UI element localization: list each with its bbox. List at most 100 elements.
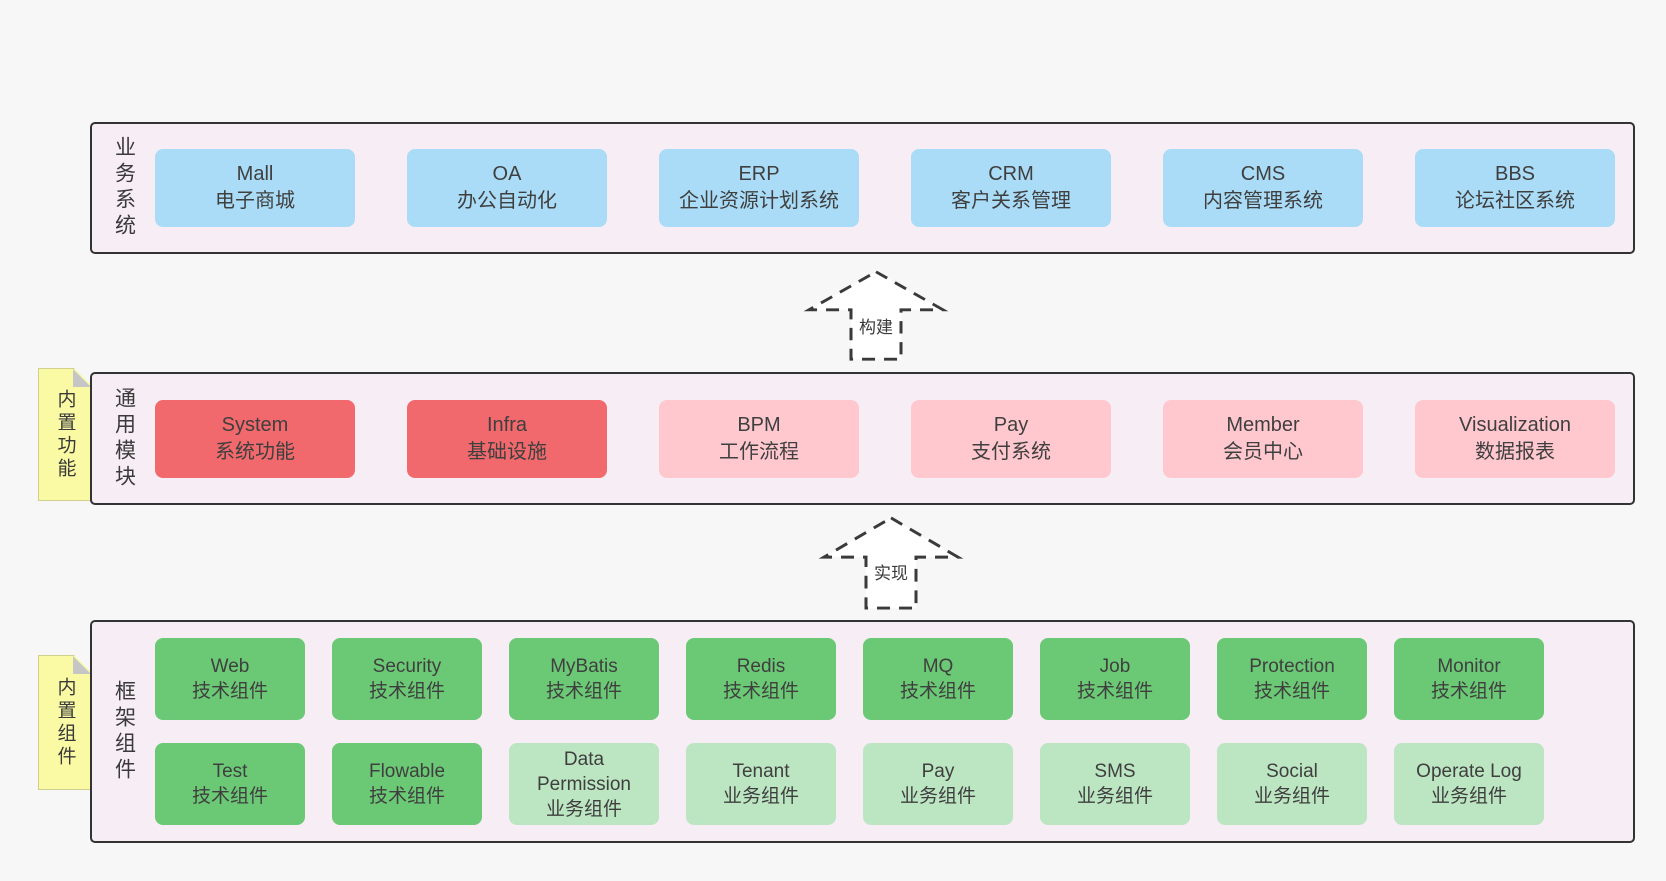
box-operate-log: Operate Log 业务组件 [1394,743,1544,825]
box-test: Test 技术组件 [155,743,305,825]
box-desc: 企业资源计划系统 [679,190,839,212]
box-name: Redis [736,656,786,677]
box-name: Data Permission [537,748,631,795]
box-desc: 技术组件 [722,681,799,702]
box-tenant: Tenant 业务组件 [686,743,836,825]
box-oa: OA 办公自动化 [407,149,607,227]
folded-corner-icon [73,656,91,674]
common-modules-row: System 系统功能 Infra 基础设施 BPM 工作流程 Pay 支付系统… [155,374,1637,503]
box-desc: 内容管理系统 [1203,190,1323,212]
box-job: Job 技术组件 [1040,638,1190,720]
box-desc: 数据报表 [1475,440,1555,463]
box-desc: 技术组件 [1253,681,1330,702]
layer-framework-components: 框架组件 Web 技术组件 Security 技术组件 MyBatis 技术组件… [90,620,1635,843]
box-member: Member 会员中心 [1163,399,1363,478]
box-protection: Protection 技术组件 [1217,638,1367,720]
box-name: BBS [1494,163,1536,185]
framework-components-grid: Web 技术组件 Security 技术组件 MyBatis 技术组件 Redi… [155,622,1633,841]
box-name: SMS [1094,761,1136,782]
box-mybatis: MyBatis 技术组件 [509,638,659,720]
tab-label: 内置功能 [54,388,76,481]
box-desc: 技术组件 [368,681,445,702]
box-pay-module: Pay 支付系统 [911,399,1111,478]
box-mq: MQ 技术组件 [863,638,1013,720]
box-mall: Mall 电子商城 [155,149,355,227]
box-desc: 技术组件 [1076,681,1153,702]
box-name: CMS [1240,163,1286,185]
box-desc: 办公自动化 [457,190,557,212]
box-desc: 技术组件 [545,681,622,702]
box-desc: 业务组件 [722,786,799,807]
implement-arrow: 实现 [811,514,971,612]
box-web: Web 技术组件 [155,638,305,720]
box-flowable: Flowable 技术组件 [332,743,482,825]
box-desc: 技术组件 [191,786,268,807]
implement-arrow-label: 实现 [871,559,911,584]
box-desc: 业务组件 [545,798,622,820]
box-name: Visualization [1459,413,1571,436]
box-name: Social [1266,761,1318,782]
box-name: Protection [1249,656,1335,677]
box-erp: ERP 企业资源计划系统 [659,149,859,227]
box-desc: 业务组件 [899,786,976,807]
tab-label: 内置组件 [54,676,76,769]
tab-built-in-components: 内置组件 [38,655,92,790]
layer-title-framework-components: 框架组件 [112,679,136,784]
box-bbs: BBS 论坛社区系统 [1415,149,1615,227]
box-bpm: BPM 工作流程 [659,399,859,478]
box-name: Monitor [1437,656,1501,677]
build-arrow-label: 构建 [856,313,896,338]
box-desc: 技术组件 [1430,681,1507,702]
box-desc: 业务组件 [1430,786,1507,807]
box-desc: 技术组件 [368,786,445,807]
layer-common-modules: 通用模块 System 系统功能 Infra 基础设施 BPM 工作流程 Pay… [90,372,1635,505]
box-name: Mall [236,163,274,185]
box-name: MQ [922,656,954,677]
box-redis: Redis 技术组件 [686,638,836,720]
box-crm: CRM 客户关系管理 [911,149,1111,227]
box-name: CRM [988,163,1034,185]
box-cms: CMS 内容管理系统 [1163,149,1363,227]
box-desc: 支付系统 [971,440,1051,463]
box-security: Security 技术组件 [332,638,482,720]
box-monitor: Monitor 技术组件 [1394,638,1544,720]
box-desc: 客户关系管理 [951,190,1071,212]
box-desc: 系统功能 [215,440,295,463]
box-desc: 论坛社区系统 [1455,190,1575,212]
business-systems-row: Mall 电子商城 OA 办公自动化 ERP 企业资源计划系统 CRM 客户关系… [155,124,1637,252]
biz-components-row: Test 技术组件 Flowable 技术组件 Data Permission … [155,743,1633,825]
box-name: BPM [737,413,781,436]
box-name: Flowable [368,761,446,782]
box-name: Test [212,761,248,782]
box-desc: 电子商城 [215,190,295,212]
box-desc: 技术组件 [899,681,976,702]
layer-title-business-systems: 业务系统 [112,136,136,240]
box-name: Tenant [732,761,790,782]
box-sms: SMS 业务组件 [1040,743,1190,825]
tab-built-in-features: 内置功能 [38,368,92,501]
box-name: System [221,413,289,436]
box-name: Security [372,656,442,677]
box-name: OA [492,163,522,185]
box-name: Job [1099,656,1131,677]
layer-title-common-modules: 通用模块 [112,386,136,491]
box-social: Social 业务组件 [1217,743,1367,825]
box-name: Pay [921,761,955,782]
build-arrow: 构建 [796,268,956,363]
box-desc: 业务组件 [1076,786,1153,807]
box-system: System 系统功能 [155,399,355,478]
box-name: Infra [486,413,528,436]
box-name: MyBatis [550,656,618,677]
box-name: Operate Log [1416,761,1522,782]
box-desc: 工作流程 [719,440,799,463]
box-name: Pay [993,413,1029,436]
box-data-permission: Data Permission 业务组件 [509,743,659,825]
box-desc: 会员中心 [1223,440,1303,463]
box-desc: 技术组件 [191,681,268,702]
box-desc: 基础设施 [467,440,547,463]
folded-corner-icon [73,369,91,387]
box-name: ERP [738,163,780,185]
box-name: Web [210,656,250,677]
box-desc: 业务组件 [1253,786,1330,807]
